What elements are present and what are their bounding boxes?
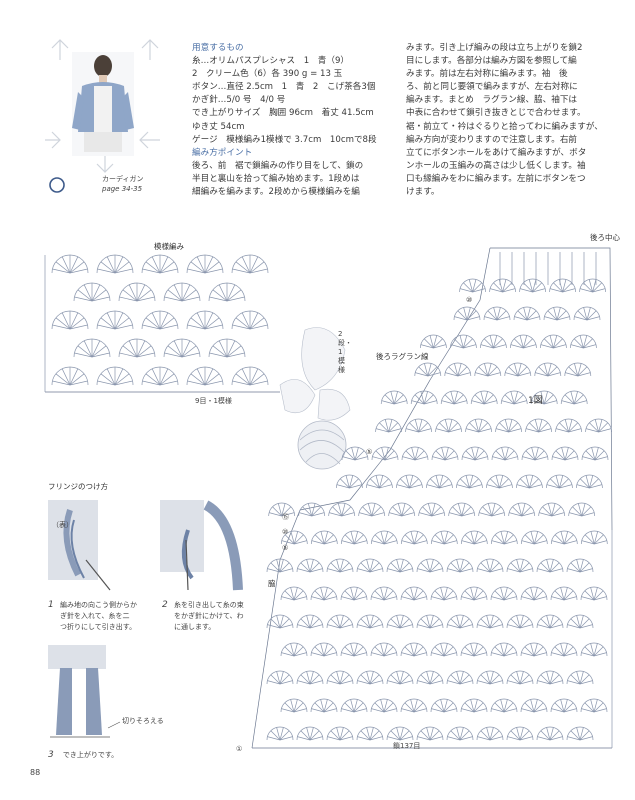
fringe-title: フリンジのつけ方	[48, 482, 108, 491]
materials-line: 後ろ、前 裾で鎖編みの作り目をして、鎖の	[192, 160, 364, 171]
materials-block: 用意するもの 糸…オリムパスプレシャス 1 青（9） 2 クリーム色（6）各 3…	[192, 42, 377, 199]
fringe-illustrations	[48, 500, 243, 738]
pattern-repeat-label: 9目・1模様	[195, 397, 232, 405]
item-name: カーディガン	[102, 175, 144, 183]
instruction-line: 編みます。まとめ ラグラン線、脇、袖下は	[406, 95, 578, 106]
fringe-step3-fabric	[48, 645, 106, 669]
page-reference: page 34-35	[102, 185, 143, 193]
instructions-block: みます。引き上げ編みの段は立ち上がりを鎖2 目にします。各部分は編み方図を参照し…	[406, 42, 603, 199]
fringe-step-3: 3 でき上がりです。	[48, 742, 118, 761]
row-marker: ⑤	[366, 448, 373, 456]
instruction-line: けます。	[406, 187, 440, 198]
main-knitting-diagram	[251, 247, 613, 749]
step-text: に通します。	[174, 623, 216, 631]
row-marker: ⑩	[282, 528, 289, 536]
materials-line: かぎ針…5/0 号 4/0 号	[192, 95, 286, 106]
step-number: 2	[162, 600, 168, 610]
row-marker: ⑮	[282, 513, 289, 521]
pattern-title: 模様編み	[154, 242, 184, 251]
figure-label: 1図	[528, 396, 543, 406]
instruction-line: 裾・前立て・衿はぐるりと拾ってわに編みますが、	[406, 121, 603, 132]
model-photo	[72, 55, 134, 152]
materials-line: 2 クリーム色（6）各 390 g = 13 玉	[192, 69, 343, 80]
materials-line: 細編みを編みます。2段めから模様編みを編	[192, 187, 360, 198]
instruction-line: 編み方向が変わりますので注意します。右前	[406, 134, 578, 145]
instruction-line: 立てにボタンホールをあけて編みますが、ボタ	[406, 147, 587, 158]
instruction-line: 目にします。各部分は編み方図を参照して編	[406, 56, 577, 67]
step-text: つ折りにして引き出す。	[60, 623, 137, 631]
step-text: 糸を引き出して糸の束	[174, 601, 244, 609]
step-text: をかぎ針にかけて、わ	[174, 612, 244, 620]
fringe-back-label: （表）	[52, 521, 73, 529]
fringe-step2-fabric	[160, 500, 204, 572]
materials-line: ボタン…直径 2.5cm 1 青 2 こげ茶各3個	[192, 82, 376, 93]
step-text: でき上がりです。	[62, 751, 119, 759]
row-marker: ①	[236, 745, 243, 753]
materials-line: 糸…オリムパスプレシャス 1 青（9）	[192, 56, 350, 67]
cut-label: 切りそろえる	[122, 717, 164, 725]
step-text: 編み地の向こう側からか	[60, 601, 137, 609]
stitch-pattern-chart	[44, 254, 280, 393]
step-text: ぎ針を入れて、糸を二	[60, 612, 130, 620]
instruction-line: ろ、前と同じ要領で編みますが、左右対称に	[406, 82, 578, 93]
instruction-line: 中表に合わせて鎖引き抜きとじで合わせます。	[406, 108, 586, 119]
instruction-line: みます。前は左右対称に編みます。袖 後	[406, 69, 568, 80]
side-label: 脇	[268, 579, 276, 588]
foundation-label: 鎖137目	[393, 742, 421, 750]
page-number: 88	[30, 768, 41, 777]
decorative-arrows	[45, 39, 160, 173]
materials-line: 半目と裏山を拾って編み始めます。1段めは	[192, 173, 360, 184]
size-circle-icon	[49, 177, 65, 193]
materials-heading: 用意するもの	[192, 43, 244, 53]
instruction-line: みます。引き上げ編みの段は立ち上がりを鎖2	[406, 43, 583, 53]
materials-line: ゆき丈 54cm	[192, 121, 245, 132]
instruction-line: 口も縁編みをわに編みます。左前にボタンをつ	[406, 173, 586, 184]
instruction-line: ンホールの玉編みの高さは少し低くします。袖	[406, 160, 586, 171]
step-number: 1	[48, 600, 54, 610]
materials-line: ゲージ 模様編み1模様で 3.7cm 10cmで8段	[192, 134, 377, 145]
center-back-label: 後ろ中心	[590, 233, 620, 242]
pattern-rows-label: 2段・1模様	[338, 330, 352, 374]
photo-area	[45, 39, 160, 193]
raglan-label: 後ろラグラン線	[376, 352, 429, 361]
yarn-ball-illustration	[279, 327, 351, 470]
materials-line: でき上がりサイズ 胸囲 96cm 着丈 41.5cm	[192, 108, 374, 119]
step-number: 3	[48, 750, 54, 760]
method-heading: 編み方ポイント	[192, 147, 253, 158]
row-marker: ⑩	[466, 296, 473, 304]
row-marker: ⑤	[282, 544, 289, 552]
